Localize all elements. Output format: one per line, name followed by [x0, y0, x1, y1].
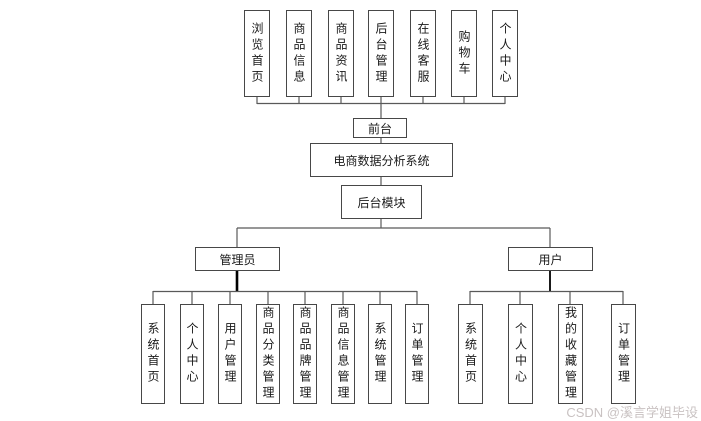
node-user-favorites-manage: 我的收藏管理	[558, 304, 583, 404]
node-admin-personal-center: 个人中心	[180, 304, 204, 404]
node-back-module: 后台模块	[341, 185, 422, 219]
node-label: 浏览首页	[250, 21, 264, 86]
node-label: 订单管理	[410, 322, 424, 386]
node-user-system-home: 系统首页	[458, 304, 483, 404]
node-admin-system-home: 系统首页	[141, 304, 165, 404]
node-admin-goods-category-manage: 商品分类管理	[256, 304, 280, 404]
node-label: 商品分类管理	[261, 306, 275, 402]
node-label: 后台管理	[374, 21, 388, 86]
node-label: 商品资讯	[334, 21, 348, 86]
node-admin-order-manage: 订单管理	[405, 304, 429, 404]
node-label: 商品信息	[292, 21, 306, 86]
node-label: 用户管理	[223, 322, 237, 386]
node-browse-home: 浏览首页	[244, 10, 270, 97]
node-goods-info: 商品信息	[286, 10, 312, 97]
node-label: 系统首页	[463, 322, 478, 386]
node-label: 购物车	[457, 29, 471, 78]
node-admin-system-manage: 系统管理	[368, 304, 392, 404]
node-user-order-manage: 订单管理	[611, 304, 636, 404]
node-user: 用户	[508, 247, 593, 271]
node-shopping-cart: 购物车	[451, 10, 477, 97]
node-label: 个人中心	[498, 21, 512, 86]
node-label: 我的收藏管理	[563, 306, 578, 402]
node-label: 系统管理	[373, 322, 387, 386]
node-root-system: 电商数据分析系统	[310, 143, 453, 177]
node-admin-goods-info-manage: 商品信息管理	[331, 304, 355, 404]
node-label: 订单管理	[616, 322, 631, 386]
node-admin-goods-brand-manage: 商品品牌管理	[293, 304, 317, 404]
node-backend-manage: 后台管理	[368, 10, 394, 97]
watermark: CSDN @溪言学姐毕设	[566, 405, 698, 420]
node-label: 在线客服	[416, 21, 430, 86]
node-admin-user-manage: 用户管理	[218, 304, 242, 404]
node-label: 系统首页	[146, 322, 160, 386]
node-label: 商品信息管理	[336, 306, 350, 402]
node-user-personal-center: 个人中心	[508, 304, 533, 404]
node-admin: 管理员	[195, 247, 280, 271]
node-label: 个人中心	[513, 322, 528, 386]
node-goods-news: 商品资讯	[328, 10, 354, 97]
node-label: 商品品牌管理	[298, 306, 312, 402]
node-label: 个人中心	[185, 322, 199, 386]
node-personal-center: 个人中心	[492, 10, 518, 97]
node-front-desk: 前台	[353, 118, 407, 138]
node-online-service: 在线客服	[410, 10, 436, 97]
